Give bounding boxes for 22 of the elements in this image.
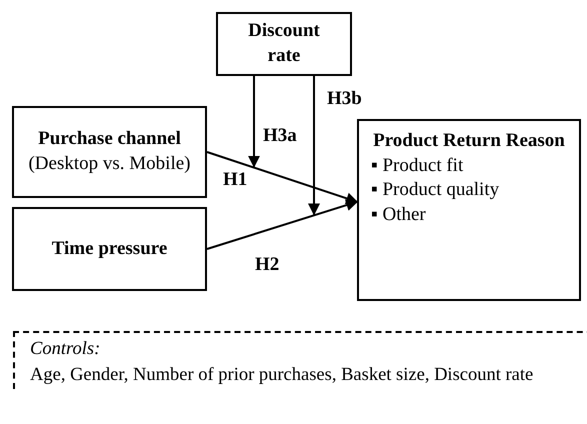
edge-label: H2: [255, 255, 280, 274]
box: [216, 12, 352, 76]
box: [12, 207, 207, 291]
edge-label: H3a: [263, 126, 297, 145]
heading: Purchase channel: [38, 127, 181, 152]
heading: Discount rate: [247, 19, 321, 68]
arrow: [206, 199, 358, 250]
box: [12, 106, 207, 198]
heading: Time pressure: [52, 236, 168, 261]
arrow: [308, 76, 320, 216]
list-item: ▪ Other: [370, 203, 426, 228]
edge-label: H1: [223, 170, 248, 189]
list-item: ▪ Product quality: [370, 178, 500, 202]
text: (Desktop vs. Mobile): [28, 152, 190, 176]
box: [357, 119, 581, 301]
heading: Product Return Reason: [373, 129, 565, 153]
heading: Controls:: [30, 338, 100, 361]
edge-label: H3b: [327, 89, 362, 108]
text: Age, Gender, Number of prior purchases, Basket size, Discount rate: [30, 364, 534, 387]
list-item: ▪ Product fit: [370, 154, 464, 178]
arrow: [248, 76, 260, 168]
arrow: [206, 151, 358, 204]
